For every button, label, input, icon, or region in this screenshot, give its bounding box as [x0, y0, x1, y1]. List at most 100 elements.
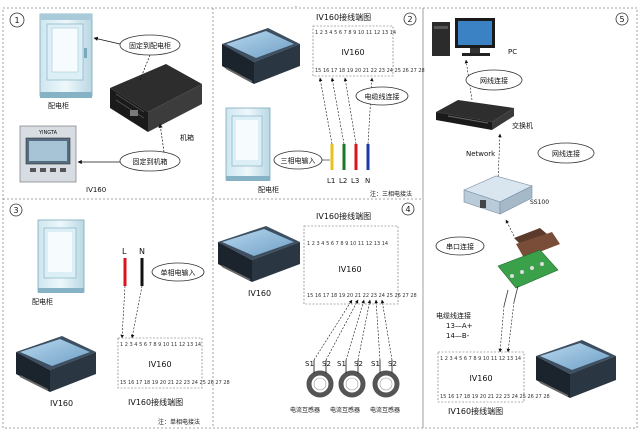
panel-2-terminals-top: 1 2 3 4 5 6 7 8 9 10 11 12 13 14	[315, 30, 396, 36]
panel-5-net-1: 网线连接	[480, 76, 508, 85]
ss100-converter-icon	[463, 175, 533, 215]
connector-fix-cabinet	[139, 54, 151, 81]
ct3-s1: S1	[371, 360, 380, 368]
panel-5-terminal-box	[437, 351, 525, 403]
panel-4-title: IV160接线端图	[316, 211, 371, 221]
panel-3-diagram-title: IV160接线端图	[128, 397, 183, 407]
ct2-s2: S2	[354, 360, 363, 368]
fix-chassis-text: 固定到机箱	[133, 157, 168, 166]
panel-2-number: 2	[407, 15, 412, 24]
panel-4-terminal-box	[303, 225, 399, 305]
panel-5-cable-conn: 电缆线连接	[436, 311, 471, 320]
ct3-s2: S2	[388, 360, 397, 368]
network-switch-icon	[436, 100, 514, 130]
serial-connector-icon	[497, 228, 560, 307]
panel-3: 3 配电柜 L N 单相电输入 IV160 1 2 3 4 5 6 7 8 9 …	[9, 203, 230, 426]
iv160-meter-3d-icon	[222, 28, 300, 84]
ct2-label: 电流互感器	[330, 406, 360, 414]
chassis-icon	[110, 64, 202, 132]
phase-l1: L1	[327, 177, 335, 185]
distribution-cabinet-icon-3	[37, 219, 85, 293]
panel-1-model: IV160	[86, 186, 106, 194]
ct1-s2: S2	[322, 360, 331, 368]
ss100-label: SS100	[530, 199, 549, 206]
link-serial-ss100	[505, 219, 515, 237]
ct3-label: 电流互感器	[370, 406, 400, 414]
panel-1-number-circle	[9, 12, 25, 28]
panel-2-cabinet-label: 配电柜	[258, 185, 279, 194]
ct1-s1: S1	[305, 360, 314, 368]
panel-2-three-phase: 三相电输入	[281, 156, 316, 165]
panel-1: 1 配电柜 机箱	[9, 12, 202, 194]
panel-5-serial: 串口连接	[446, 242, 474, 251]
callout-cable-conn-2	[355, 86, 409, 106]
callout-serial	[435, 236, 485, 256]
ct-wiring	[313, 299, 393, 361]
network-label: Network	[466, 150, 496, 158]
panel-3-number: 3	[13, 206, 18, 215]
panel-2-title: IV160接线端图	[316, 12, 371, 22]
panel-5-terminals-top: 1 2 3 4 5 6 7 8 9 10 11 12 13 14	[440, 356, 521, 362]
panel-2-terminals-bottom: 15 16 17 18 19 20 21 22 23 24 25 26 27 2…	[315, 68, 425, 74]
ct1-label: 电流互感器	[290, 406, 320, 414]
panel-1-cabinet-label: 配电柜	[48, 101, 69, 110]
panel-2-terminal-box	[312, 25, 394, 77]
panel-3-terminals-top: 1 2 3 4 5 6 7 8 9 10 11 12 13 14	[120, 342, 201, 348]
phase-l2: L2	[339, 177, 347, 185]
panel-3-note: 注：单相电接法	[158, 418, 200, 426]
distribution-cabinet-icon-2	[225, 107, 271, 181]
panel-4-number-circle	[401, 202, 415, 216]
top-mark: .	[295, 2, 297, 9]
callout-single-phase	[151, 262, 205, 282]
label-n: N	[139, 247, 145, 256]
phase-n: N	[365, 177, 370, 185]
current-transformer-2	[338, 360, 366, 398]
phase-wires	[318, 77, 374, 170]
arrow-to-cabinet	[93, 36, 121, 45]
iv160-meter-3d-icon-3	[16, 336, 96, 392]
pin-a: 13—A+	[446, 322, 473, 330]
link-ss100-switch	[497, 133, 502, 181]
callout-net-1	[465, 69, 523, 91]
ct2-s1: S1	[337, 360, 346, 368]
panel-5-diagram-title: IV160接线端图	[448, 406, 503, 416]
pc-icon	[432, 18, 495, 56]
panel-1-number: 1	[14, 16, 19, 25]
panel-3-number-circle	[9, 203, 23, 217]
panel-4-box-model: IV160	[338, 265, 361, 274]
panel-2-number-circle	[403, 12, 417, 26]
panel-3-cabinet-label: 配电柜	[32, 297, 53, 306]
panel-2-note: 注：三相电接法	[370, 190, 412, 198]
callout-fix-chassis	[119, 150, 181, 172]
callout-net-2	[537, 142, 595, 164]
arrow-to-chassis	[158, 123, 165, 153]
iv160-meter-3d-icon-4	[218, 226, 300, 282]
panel-4: 4 IV160接线端图 1 2 3 4 5 6 7 8 9 10 11 12 1…	[218, 202, 417, 414]
panel-5-box-model: IV160	[469, 374, 492, 383]
panel-4-model: IV160	[248, 289, 271, 298]
fix-cabinet-text: 固定到配电柜	[129, 41, 171, 50]
panel-5-number: 5	[619, 15, 624, 24]
panel-3-terminals-bottom: 15 16 17 18 19 20 21 22 23 24 25 26 27 2…	[120, 380, 230, 386]
panel-2-cable-conn: 电缆线连接	[365, 92, 400, 101]
pin-b: 14—B-	[446, 332, 470, 340]
current-transformer-1	[306, 360, 334, 398]
distribution-cabinet-icon	[39, 13, 93, 98]
panel-3-box-model: IV160	[148, 360, 171, 369]
panel-4-terminals-bottom: 15 16 17 18 19 20 21 22 23 24 25 26 27 2…	[307, 293, 417, 299]
panel-3-model: IV160	[50, 399, 73, 408]
panel-5: 5 PC 网线连接 交换机 Network 网线连接	[432, 12, 629, 416]
meter-brand: YINGTA	[38, 130, 58, 136]
phase-l3: L3	[351, 177, 359, 185]
panel-5-number-circle	[615, 12, 629, 26]
pc-label: PC	[508, 48, 517, 56]
iv160-meter-3d-icon-5	[536, 340, 616, 398]
panel-1-chassis-label: 机箱	[180, 133, 194, 142]
switch-label: 交换机	[512, 121, 533, 130]
panel-4-terminals-top: 1 2 3 4 5 6 7 8 9 10 11 12 13 14	[307, 241, 388, 247]
iv160-meter-front-icon	[19, 125, 77, 183]
panel-3-terminal-box	[117, 337, 203, 389]
panel-4-number: 4	[405, 205, 410, 214]
current-transformer-3	[372, 360, 400, 398]
